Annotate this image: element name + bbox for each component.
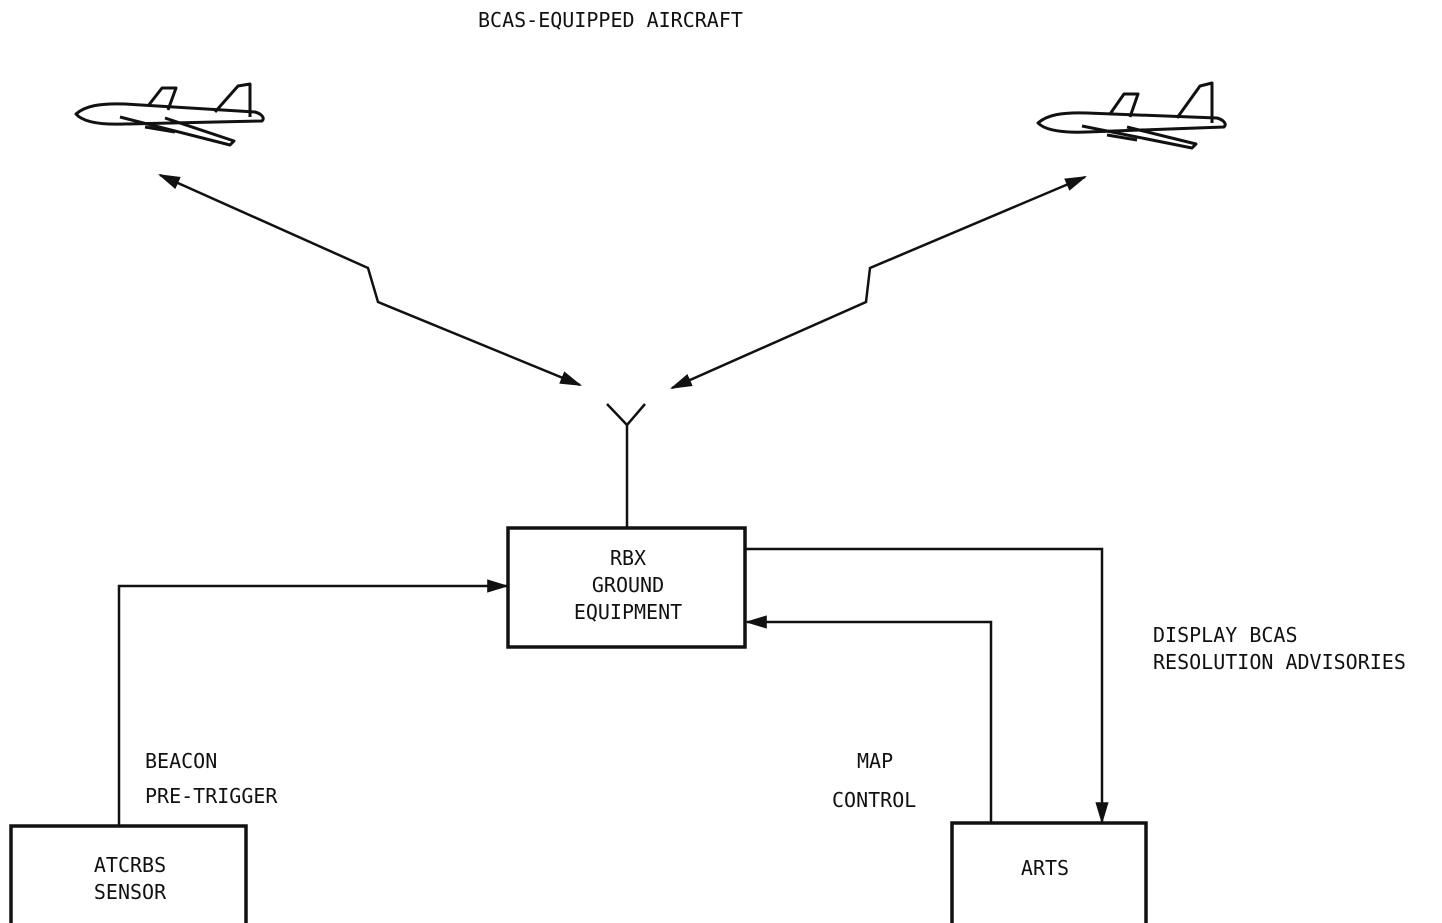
display-bcas-label: DISPLAY BCAS xyxy=(1153,623,1298,647)
atcrbs-label: ATCRBS SENSOR xyxy=(11,852,249,906)
rbx-label: RBX GROUND EQUIPMENT xyxy=(508,545,748,626)
aircraft-right-icon xyxy=(1036,81,1227,150)
arts-label-line1: ARTS xyxy=(1020,856,1070,880)
aircraft-left-icon xyxy=(74,82,265,147)
control-label: CONTROL xyxy=(832,788,917,812)
beacon-label: BEACON xyxy=(145,749,218,773)
antenna-icon xyxy=(606,403,646,527)
rbx-label-line3: EQUIPMENT xyxy=(573,600,683,624)
resolution-advisories-label: RESOLUTION ADVISORIES xyxy=(1153,650,1406,674)
atcrbs-label-line2: SENSOR xyxy=(93,880,167,904)
map-label: MAP xyxy=(857,749,894,773)
radio-link-left xyxy=(157,173,583,387)
pretrigger-label: PRE-TRIGGER xyxy=(145,784,278,808)
radio-link-right xyxy=(669,175,1088,390)
rbx-label-line1: RBX xyxy=(609,546,647,570)
beacon-pretrigger-arrow xyxy=(117,579,510,825)
arts-label: ARTS xyxy=(952,855,1138,882)
arts-box xyxy=(950,821,1148,923)
rbx-label-line2: GROUND xyxy=(591,573,665,597)
atcrbs-box xyxy=(9,824,248,923)
diagram-title: BCAS-EQUIPPED AIRCRAFT xyxy=(478,8,743,32)
atcrbs-label-line1: ATCRBS xyxy=(93,853,167,877)
map-control-arrow xyxy=(744,615,993,822)
rbx-box xyxy=(506,526,747,649)
display-advisories-arrow xyxy=(746,547,1109,825)
